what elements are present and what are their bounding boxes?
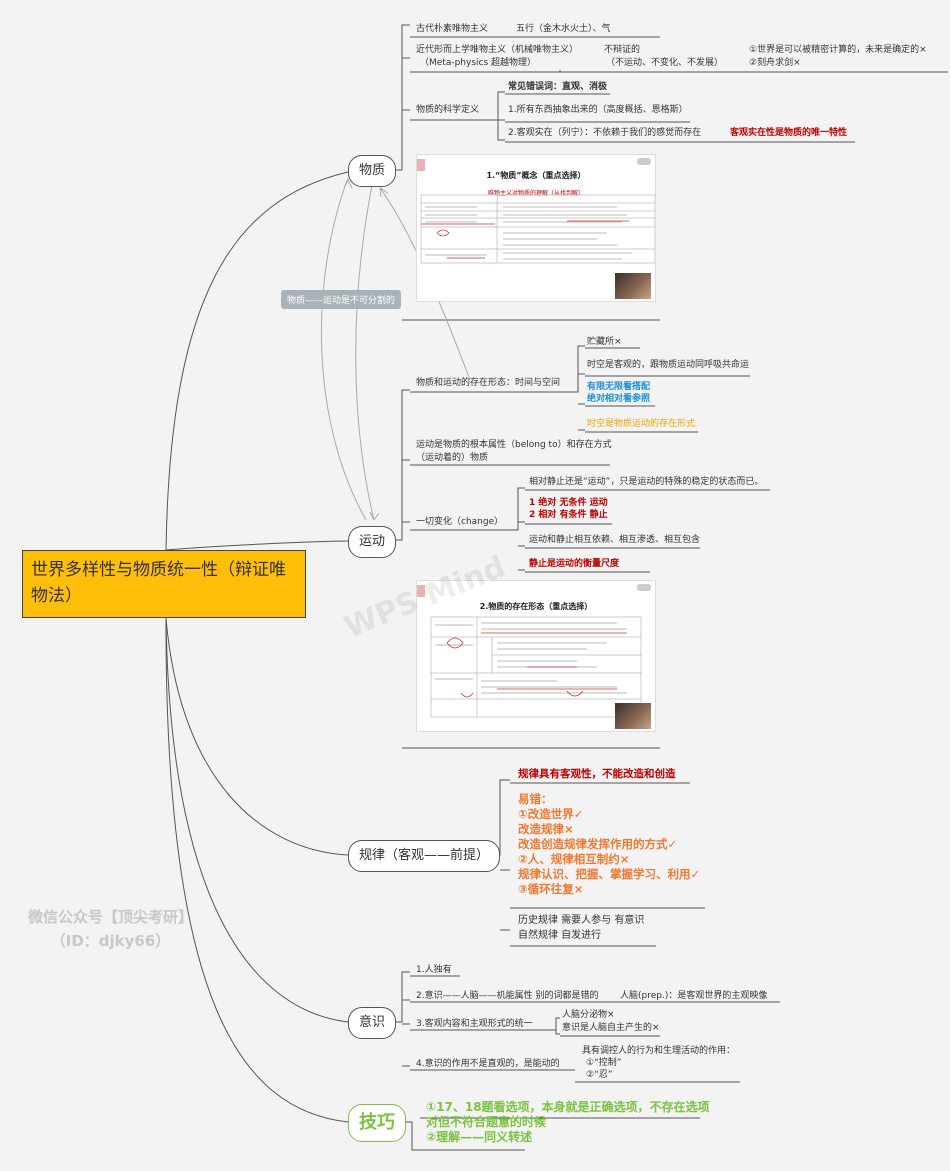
consc-c4-n2: ①“控制” bbox=[586, 1058, 622, 1068]
node-matter[interactable]: 物质 bbox=[348, 155, 397, 187]
law-l7: 规律认识、把握、掌握学习、利用✓ bbox=[518, 867, 701, 881]
wechat-watermark-line1: 微信公众号【顶尖考研】 bbox=[28, 908, 194, 926]
wechat-watermark: 微信公众号【顶尖考研】 （ID：djky66） bbox=[28, 905, 193, 953]
node-consciousness[interactable]: 意识 bbox=[348, 1007, 397, 1039]
law-l10: 自然规律 自发进行 bbox=[518, 930, 602, 941]
matter-slide-subtitle: 唯物主义对物质的理解（从找到解） bbox=[487, 190, 584, 197]
motion-ch1: 相对静止还是“运动”，只是运动的特殊的稳定的状态而已。 bbox=[529, 477, 764, 487]
consc-c4-n3: ②“忍” bbox=[586, 1070, 613, 1080]
law-l9: 历史规律 需要人参与 有意识 bbox=[518, 915, 645, 926]
edge-root-tips bbox=[165, 617, 349, 1123]
motion-attr-sub: （运动着的）物质 bbox=[416, 453, 489, 463]
edge-root-matter bbox=[165, 171, 349, 551]
motion-slide-title: 2.物质的存在形态（重点选择） bbox=[479, 602, 593, 611]
matter-modern-x1: ①世界是可以被精密计算的，未来是确定的× bbox=[749, 45, 927, 55]
root-node[interactable]: 世界多样性与物质统一性（辩证唯物法） bbox=[22, 550, 306, 618]
motion-ch4: 静止是运动的衡量尺度 bbox=[529, 559, 620, 569]
motion-spacetime: 物质和运动的存在形态：时间与空间 bbox=[416, 378, 561, 388]
consc-c3-n2: 意识是人脑自主产生的× bbox=[562, 1023, 660, 1033]
motion-change: 一切变化（change） bbox=[416, 517, 504, 527]
consc-c2-note: 人脑(prep.)：是客观世界的主观映像 bbox=[620, 991, 768, 1001]
node-law[interactable]: 规律（客观——前提） bbox=[348, 840, 501, 872]
matter-def1: 1.所有东西抽象出来的（高度概括、恩格斯） bbox=[508, 105, 688, 115]
motion-st4: 时空是物质运动的存在形式 bbox=[587, 419, 696, 429]
law-l4: 改造规律× bbox=[518, 822, 574, 836]
motion-st3a: 有限无限看搭配 bbox=[587, 382, 651, 392]
law-l6: ②人、规律相互制约× bbox=[518, 852, 630, 866]
matter-modern: 近代形而上学唯物主义（机械唯物主义） bbox=[416, 45, 579, 55]
motion-ch3: 运动和静止相互依赖、相互渗透、相互包含 bbox=[529, 535, 701, 545]
consc-c4-n1: 具有调控人的行为和生理活动的作用： bbox=[582, 1046, 736, 1056]
law-l2: 易错： bbox=[518, 792, 553, 806]
motion-ch2b: 2 相对 有条件 静止 bbox=[529, 510, 608, 520]
tips-t3: ②理解——同义转述 bbox=[426, 1130, 533, 1144]
node-motion[interactable]: 运动 bbox=[348, 526, 397, 558]
matter-slide-table bbox=[420, 194, 655, 264]
tips-t1: ①17、18题看选项，本身就是正确选项，不存在选项 bbox=[426, 1100, 710, 1114]
matter-ancient: 古代朴素唯物主义 bbox=[416, 24, 489, 34]
consc-c2: 2.意识——人脑——机能属性 别的词都是错的 bbox=[416, 991, 599, 1001]
law-l8: ③循环往复× bbox=[518, 882, 584, 896]
consc-c4: 4.意识的作用不是直观的，是能动的 bbox=[416, 1059, 560, 1069]
side-tag: 物质——运动是不可分割的 bbox=[281, 290, 402, 309]
node-tips[interactable]: 技巧 bbox=[348, 1104, 406, 1142]
matter-slide-image: 1.“物质”概念（重点选择） 唯物主义对物质的理解（从找到解） bbox=[416, 154, 656, 302]
law-l3: ①改造世界✓ bbox=[518, 807, 584, 821]
motion-attr: 运动是物质的根本属性（belong to）和存在方式 bbox=[416, 440, 612, 450]
law-l1: 规律具有客观性，不能改造和创造 bbox=[518, 768, 676, 780]
motion-ch2a: 1 绝对 无条件 运动 bbox=[529, 498, 608, 508]
edge-root-motion bbox=[165, 540, 349, 551]
consc-c3-n1: 人脑分泌物× bbox=[562, 1010, 615, 1020]
motion-slide-table bbox=[430, 616, 642, 718]
motion-st3b: 绝对相对看参照 bbox=[587, 394, 651, 404]
edge-root-consciousness bbox=[165, 617, 349, 1023]
matter-err-words: 常见错误词：直观、消极 bbox=[508, 82, 608, 92]
consc-c3: 3.客观内容和主观形式的统一 bbox=[416, 1019, 533, 1029]
matter-modern-sub: （Meta-physics 超越物理） bbox=[420, 58, 537, 68]
law-l5: 改造创造规律发挥作用的方式✓ bbox=[518, 837, 678, 851]
consc-c1: 1.人独有 bbox=[416, 965, 452, 975]
matter-ancient-note: 五行（金木水火土）、气 bbox=[516, 24, 611, 34]
motion-st2: 时空是客观的，跟物质运动同呼吸共命运 bbox=[587, 360, 750, 370]
matter-modern-x2: ②刻舟求剑× bbox=[749, 58, 801, 68]
tips-t2: 对但不符合题意的时候 bbox=[426, 1115, 547, 1129]
matter-sci-def: 物质的科学定义 bbox=[416, 105, 480, 115]
motion-slide-image: 2.物质的存在形态（重点选择） bbox=[416, 580, 656, 732]
matter-modern-note2: （不运动、不变化、不发展） bbox=[606, 58, 724, 68]
matter-modern-note1: 不辩证的 bbox=[604, 45, 641, 55]
matter-def2-red: 客观实在性是物质的唯一特性 bbox=[730, 128, 848, 138]
wechat-watermark-line2: （ID：djky66） bbox=[50, 932, 171, 950]
edge-root-law bbox=[165, 617, 349, 856]
motion-st1: 贮藏所× bbox=[587, 337, 622, 347]
matter-def2: 2.客观实在（列宁）：不依赖于我们的感觉而存在 bbox=[508, 128, 702, 138]
matter-slide-title: 1.“物质”概念（重点选择） bbox=[486, 171, 586, 180]
